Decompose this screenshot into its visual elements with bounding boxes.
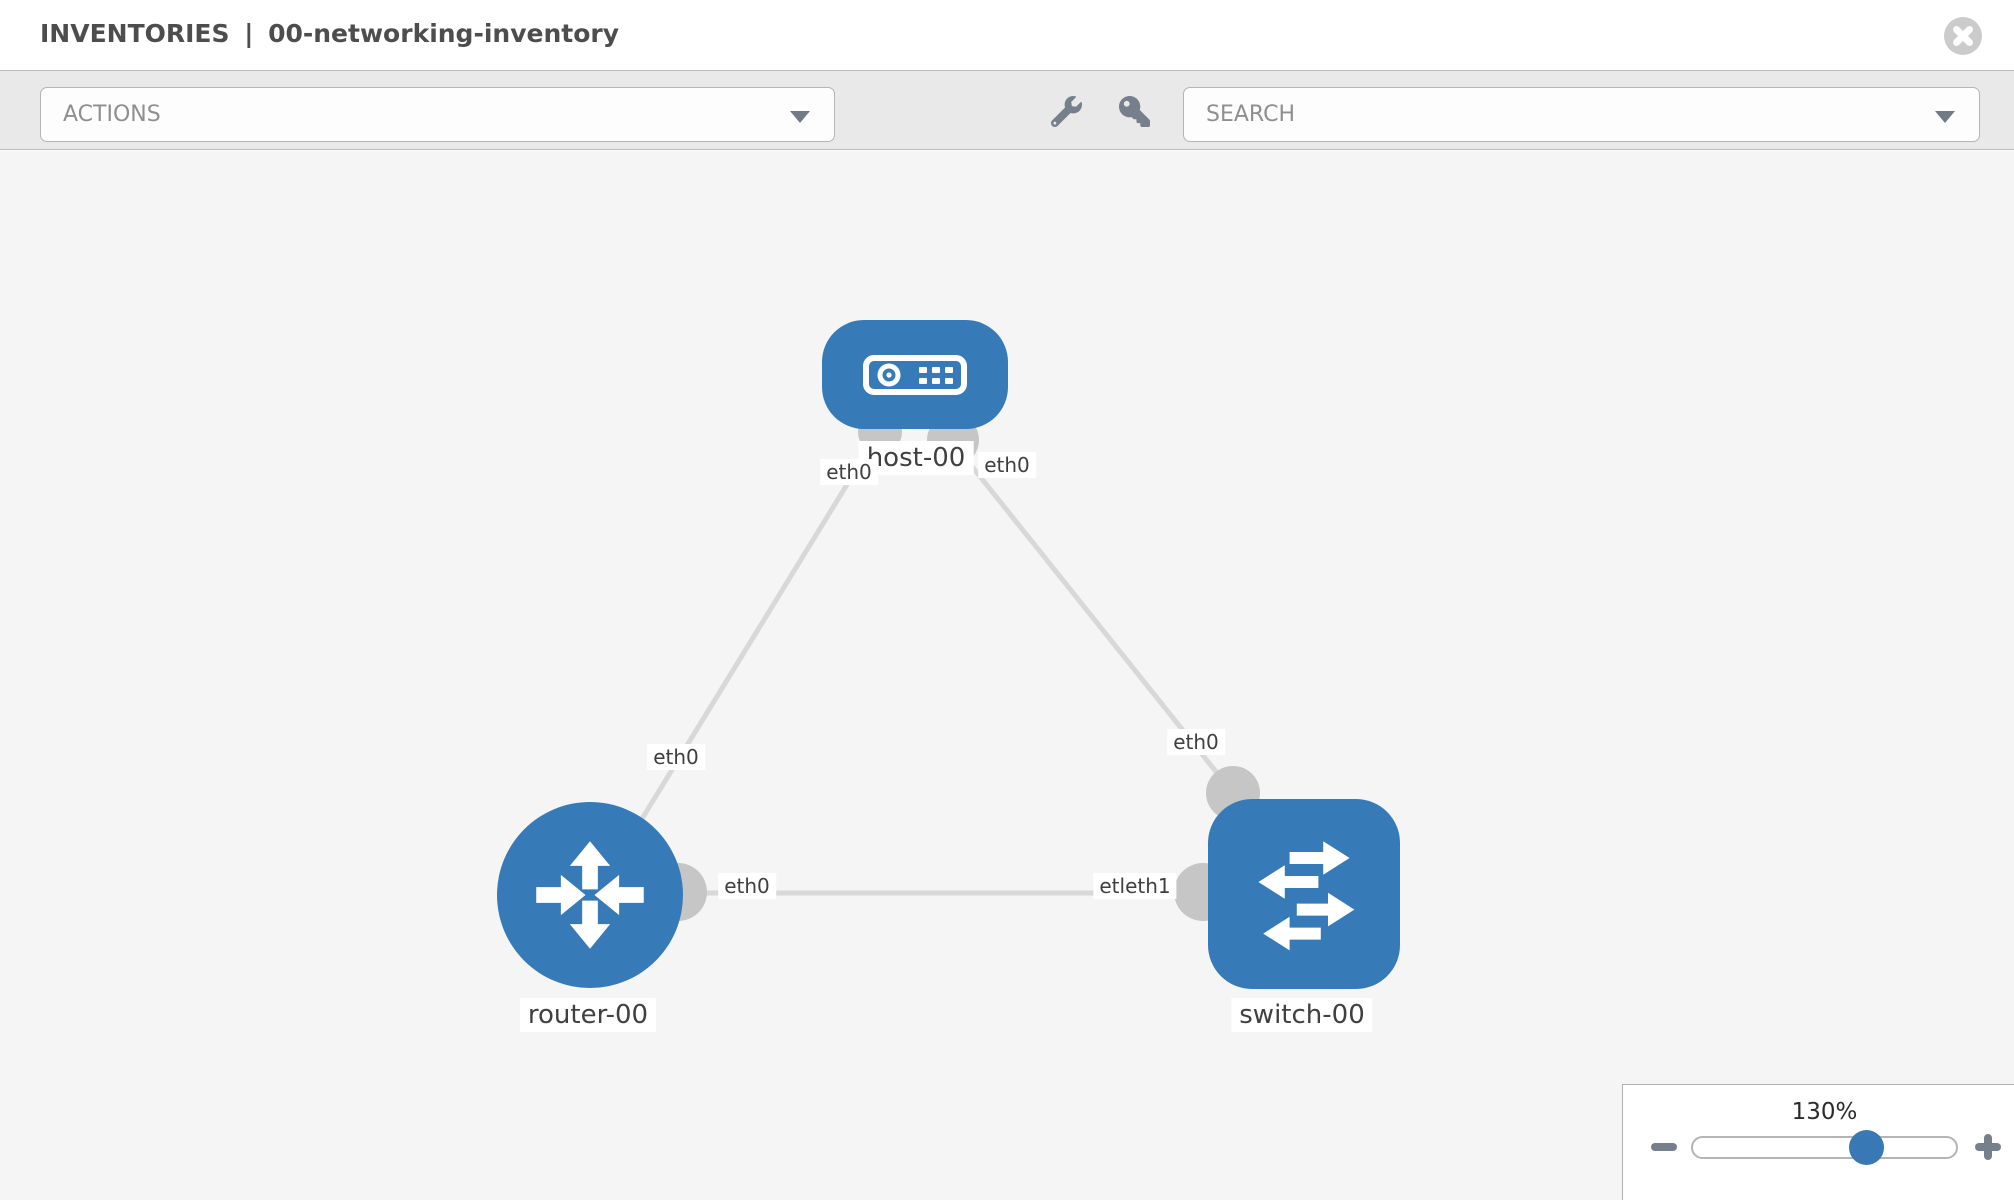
search-dropdown-label: SEARCH	[1206, 102, 1296, 127]
node-label-host-00: host-00	[858, 441, 974, 475]
zoom-slider-track[interactable]	[1691, 1130, 1958, 1165]
chevron-down-icon	[1935, 111, 1955, 123]
zoom-in-button[interactable]	[1973, 1132, 2003, 1162]
key-icon[interactable]	[1119, 96, 1150, 127]
toolbar: ACTIONS SEARCH	[0, 70, 2014, 150]
close-button[interactable]	[1944, 17, 1982, 55]
inventory-name: 00-networking-inventory	[268, 19, 619, 48]
interface-label-host-eth0-left: eth0	[820, 459, 878, 485]
zoom-level-value: 130%	[1791, 1099, 1858, 1125]
topology-canvas[interactable]: host-00 router-00 switch-00 eth0 eth0 et…	[0, 151, 2014, 1200]
actions-dropdown-label: ACTIONS	[63, 102, 161, 127]
server-icon	[863, 354, 967, 395]
wrench-icon[interactable]	[1051, 96, 1082, 127]
zoom-out-button[interactable]	[1649, 1132, 1679, 1162]
interface-label-router-eth0: eth0	[718, 873, 776, 899]
node-router-00[interactable]	[497, 802, 683, 988]
plus-icon	[1984, 1134, 1992, 1160]
close-icon	[1953, 26, 1973, 46]
router-icon	[536, 841, 644, 949]
interface-label-router-eth0-uplink: eth0	[647, 744, 705, 770]
interface-label-host-eth0-right: eth0	[978, 452, 1036, 478]
page-title: INVENTORIES | 00-networking-inventory	[40, 19, 619, 48]
actions-dropdown[interactable]: ACTIONS	[40, 87, 835, 142]
header: INVENTORIES | 00-networking-inventory	[0, 0, 2014, 70]
chevron-down-icon	[790, 111, 810, 123]
search-dropdown[interactable]: SEARCH	[1183, 87, 1980, 142]
breadcrumb-separator: |	[244, 19, 254, 48]
minus-icon	[1651, 1143, 1677, 1151]
node-label-router-00: router-00	[519, 998, 657, 1032]
breadcrumb-inventories: INVENTORIES	[40, 19, 230, 48]
links-layer	[637, 410, 1260, 921]
zoom-slider-handle[interactable]	[1849, 1130, 1884, 1165]
node-host-00[interactable]	[822, 320, 1008, 429]
node-label-switch-00: switch-00	[1231, 998, 1373, 1032]
node-switch-00[interactable]	[1208, 799, 1400, 989]
switch-icon	[1258, 841, 1355, 951]
interface-label-switch-eth0-uplink: eth0	[1167, 729, 1225, 755]
zoom-control-panel: 130%	[1622, 1084, 2014, 1200]
interface-label-switch-eth1: etleth1	[1093, 873, 1177, 899]
